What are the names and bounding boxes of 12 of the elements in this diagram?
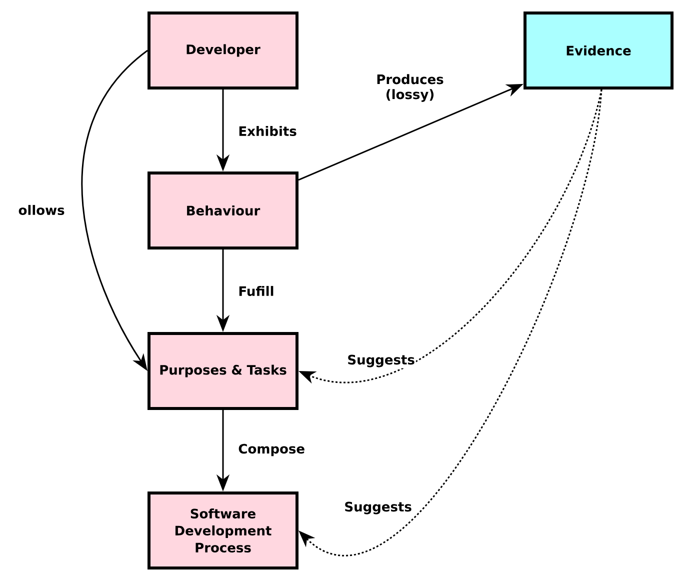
edge-label: Exhibits [237,124,298,138]
edge-label: Produces (lossy) [364,73,456,103]
edge-label: Fufill [237,284,276,298]
process-box: Evidence [524,12,674,90]
edge-label: ollows [17,204,66,216]
process-box: Developer [148,12,298,90]
edge-label: Suggests [343,500,413,516]
process-box: Behaviour [148,172,298,250]
process-box: Software Development Process [148,492,298,570]
edge-label: Suggests [346,354,416,368]
edge-label: Compose [237,442,306,458]
process-box: Purposes & Tasks [148,332,298,410]
